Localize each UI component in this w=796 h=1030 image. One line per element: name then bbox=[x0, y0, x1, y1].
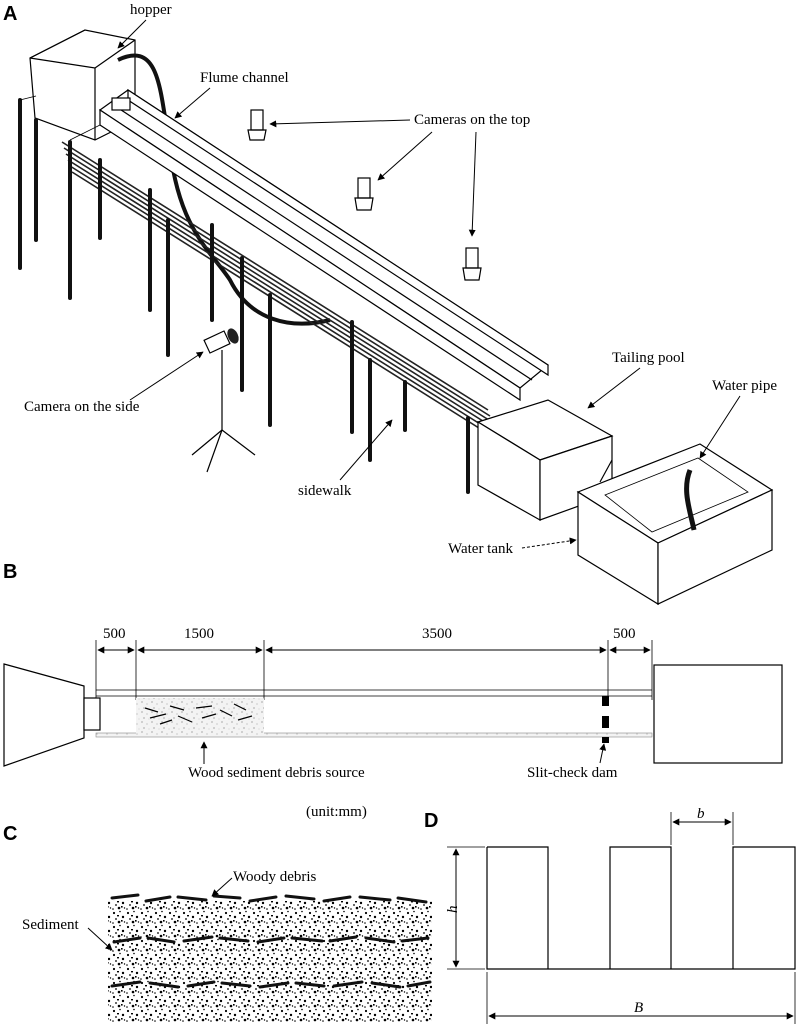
panel-d-letter: D bbox=[424, 810, 438, 832]
flume-channel-drawing bbox=[61, 88, 550, 494]
panel-b-letter: B bbox=[3, 561, 17, 583]
arrow-slit-dam bbox=[599, 743, 607, 764]
arrow-tailing-pool bbox=[587, 367, 641, 409]
label-woody-debris: Woody debris bbox=[233, 869, 317, 885]
top-camera-2 bbox=[354, 177, 374, 211]
label-water-tank: Water tank bbox=[448, 541, 514, 557]
label-flume-channel: Flume channel bbox=[200, 70, 289, 86]
arrow-camera-top-2 bbox=[377, 131, 433, 181]
panel-c: C bbox=[3, 823, 432, 1022]
dimension-line bbox=[95, 640, 653, 700]
arrow-flume bbox=[174, 87, 211, 119]
unit-note: (unit:mm) bbox=[306, 804, 367, 820]
arrow-woody-debris bbox=[211, 877, 233, 897]
label-debris-source: Wood sediment debris source bbox=[188, 765, 365, 781]
slit-check-dam bbox=[602, 696, 609, 743]
label-cameras-top: Cameras on the top bbox=[414, 112, 530, 128]
hopper-gate bbox=[83, 697, 101, 731]
tailing-pool-side-view bbox=[653, 664, 783, 764]
hopper-drawing bbox=[18, 29, 136, 270]
dim-500-first: 500 bbox=[103, 626, 126, 642]
arrow-water-tank bbox=[521, 537, 577, 549]
label-tailing-pool: Tailing pool bbox=[612, 350, 685, 366]
label-sediment: Sediment bbox=[22, 917, 79, 933]
panel-c-letter: C bbox=[3, 823, 17, 845]
flume-plan-view bbox=[95, 689, 653, 738]
label-h-height: h bbox=[445, 906, 461, 914]
dim-3500: 3500 bbox=[422, 626, 452, 642]
arrow-camera-side bbox=[129, 351, 204, 401]
panel-b: B 500 1500 3500 500 bbox=[3, 561, 783, 820]
label-slit-check-dam: Slit-check dam bbox=[527, 765, 618, 781]
label-hopper: hopper bbox=[130, 2, 172, 18]
woody-debris-layers bbox=[110, 893, 432, 989]
panel-a-letter: A bbox=[3, 3, 17, 25]
arrow-sediment bbox=[87, 927, 113, 951]
side-camera bbox=[191, 328, 256, 473]
arrow-sidewalk bbox=[339, 419, 393, 481]
top-camera-3 bbox=[462, 247, 482, 281]
panel-a: A bbox=[3, 2, 777, 606]
label-B-total-width: B bbox=[634, 1000, 643, 1016]
debris-source bbox=[136, 698, 264, 734]
dim-500-last: 500 bbox=[613, 626, 636, 642]
sediment-block bbox=[108, 900, 432, 1022]
label-water-pipe: Water pipe bbox=[712, 378, 777, 394]
arrow-water-pipe bbox=[699, 395, 741, 459]
panel-d: D b h B bbox=[424, 806, 796, 1024]
arrow-camera-top-3 bbox=[468, 131, 477, 237]
dim-1500: 1500 bbox=[184, 626, 214, 642]
label-sidewalk: sidewalk bbox=[298, 483, 352, 499]
water-tank-drawing bbox=[576, 443, 774, 606]
label-b-slit-width: b bbox=[697, 806, 705, 822]
slit-dam-cross-section bbox=[486, 846, 796, 970]
label-camera-side: Camera on the side bbox=[24, 399, 140, 415]
arrow-hopper bbox=[117, 19, 147, 49]
hopper-side-view bbox=[3, 663, 85, 767]
arrow-camera-top-1 bbox=[269, 119, 411, 128]
top-camera-1 bbox=[247, 109, 267, 141]
